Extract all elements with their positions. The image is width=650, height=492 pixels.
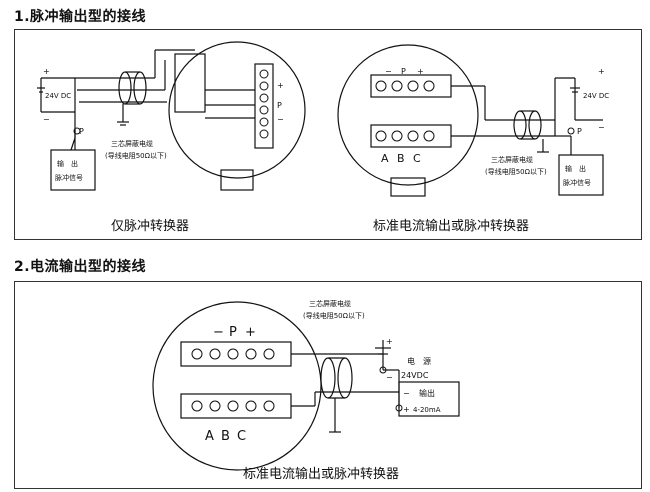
right-terminal-p: P <box>401 67 406 76</box>
terminal-plus: + <box>245 325 256 340</box>
terminal-a: A <box>205 429 214 444</box>
section2-title: 2.电流输出型的接线 <box>14 259 147 275</box>
current-output-panel: − P + A B C 三芯屏蔽电缆 (导线电阻50Ω以下) + − 电 源 2… <box>14 281 642 489</box>
right-terminal-b: B <box>397 152 405 165</box>
terminal-minus: − <box>213 325 224 340</box>
pulse-output-panel: + − 24V DC P 输 出 脉冲信号 三芯屏蔽电缆 (导线电阻50Ω以下)… <box>14 29 642 240</box>
left-cable-label: 三芯屏蔽电缆 <box>111 139 153 148</box>
right-device-line2: 脉冲信号 <box>563 178 591 187</box>
right-caption: 标准电流输出或脉冲转换器 <box>373 218 529 234</box>
right-plus-sign: + <box>598 67 605 76</box>
left-minus-sign: − <box>43 115 50 124</box>
power-value: 24VDC <box>401 371 429 380</box>
right-terminal-minus: − <box>385 67 392 76</box>
right-terminal-c: C <box>413 152 421 165</box>
left-caption: 仅脉冲转换器 <box>111 219 189 234</box>
terminal-c: C <box>237 429 246 444</box>
current-caption: 标准电流输出或脉冲转换器 <box>243 466 399 482</box>
section1-title: 1.脉冲输出型的接线 <box>14 9 147 25</box>
output-plus-sign: + <box>403 405 410 414</box>
output-label: 输出 <box>419 388 435 398</box>
right-p-label: P <box>577 127 582 136</box>
cable-label: 三芯屏蔽电缆 <box>309 299 351 308</box>
right-device-line1: 输 出 <box>565 164 586 173</box>
power-label: 电 源 <box>407 356 431 366</box>
left-device-line1: 输 出 <box>57 159 78 168</box>
current-wiring-diagram: − P + A B C 三芯屏蔽电缆 (导线电阻50Ω以下) + − 电 源 2… <box>152 299 460 482</box>
left-supply-label: 24V DC <box>45 92 71 100</box>
left-terminal-p: P <box>277 101 282 110</box>
terminal-p: P <box>229 325 237 340</box>
supply-minus-sign: − <box>386 373 393 382</box>
right-terminal-a: A <box>381 152 389 165</box>
left-cable-note: (导线电阻50Ω以下) <box>105 151 167 160</box>
left-terminal-plus: + <box>277 81 284 90</box>
pulse-wiring-diagram: + − 24V DC P 输 出 脉冲信号 三芯屏蔽电缆 (导线电阻50Ω以下)… <box>37 41 609 234</box>
left-device-line2: 脉冲信号 <box>55 173 83 182</box>
right-minus-sign: − <box>598 123 605 132</box>
cable-note: (导线电阻50Ω以下) <box>303 311 365 320</box>
supply-plus-sign: + <box>386 337 393 346</box>
left-terminal-minus: − <box>277 115 284 124</box>
left-plus-sign: + <box>43 67 50 76</box>
right-cable-note: (导线电阻50Ω以下) <box>485 167 547 176</box>
right-terminal-plus: + <box>417 67 424 76</box>
output-minus-sign: − <box>403 389 410 398</box>
right-supply-label: 24V DC <box>583 92 609 100</box>
left-p-label: P <box>79 127 84 136</box>
right-cable-label: 三芯屏蔽电缆 <box>491 155 533 164</box>
output-value: 4-20mA <box>413 406 441 414</box>
terminal-b: B <box>221 429 230 444</box>
